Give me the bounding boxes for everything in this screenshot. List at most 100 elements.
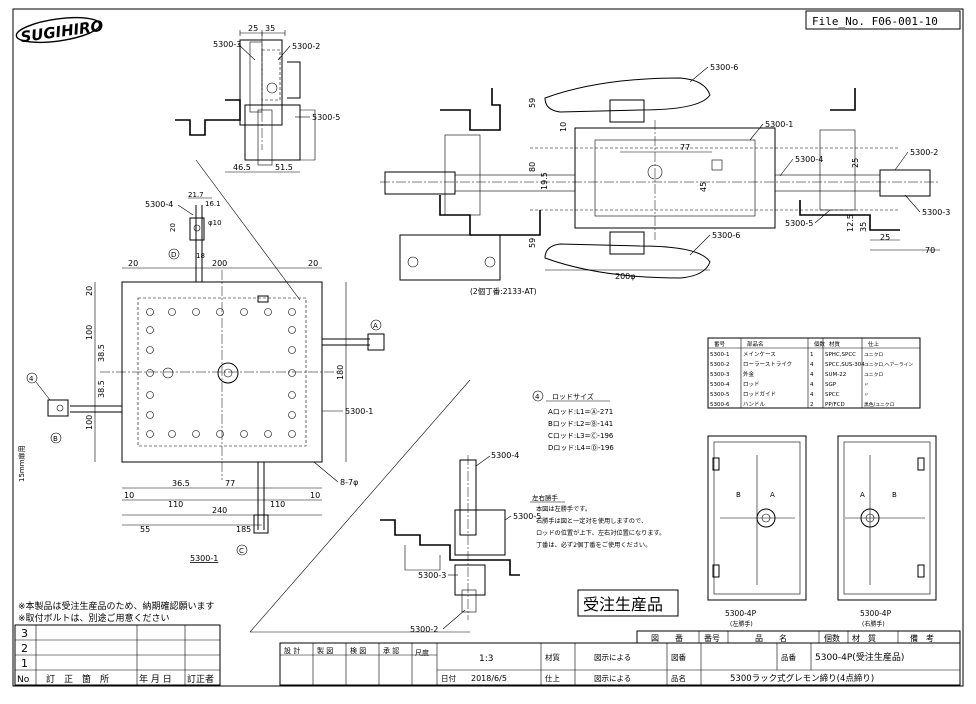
parts-cell-1-1: ローラーストライク: [743, 361, 792, 368]
dim-10-section: 10: [559, 122, 568, 132]
dim-80: 80: [528, 162, 537, 172]
stamp-text: 受注生産品: [583, 595, 663, 614]
bolt-holes: [146, 308, 296, 438]
svg-text:D: D: [171, 251, 176, 259]
dim-20-left: 20: [85, 286, 94, 296]
parts-cell-1-3: SPCC,SUS-304: [825, 362, 865, 368]
rod-size-block: 4 ロッドサイズ Aロッド:L1=Ⓐ-271 Bロッド:L2=Ⓑ-141 Cロッ…: [532, 390, 614, 452]
dim-20-top-left: 20: [128, 259, 138, 268]
dim-100-left: 100: [85, 325, 94, 340]
parts-header-0: 番号: [714, 341, 726, 348]
note-line-1: ※本製品は受注生産品のため、納期確認願います: [18, 600, 215, 612]
handle-bottom: [544, 243, 711, 279]
tb-material-label: 材質: [545, 652, 560, 662]
parts-cell-1-4: ユニクロ,ヘアーライン: [864, 362, 913, 368]
logo-text: SUGIHIRO: [19, 17, 104, 46]
dim-10-a: 10: [124, 491, 134, 500]
label-door-thickness: 15mm扉用: [17, 445, 26, 482]
door-view-left-title: 5300-4P: [725, 609, 757, 618]
tb-scale-value: 1:3: [479, 654, 493, 664]
dim-59-bottom: 59: [528, 238, 537, 248]
dim-25-section: 25: [851, 158, 860, 168]
svg-text:A: A: [373, 322, 378, 330]
label-5300-1-section: 5300-1: [765, 120, 793, 129]
svg-text:4: 4: [29, 375, 34, 383]
parts-cell-3-1: ロッド: [743, 382, 760, 388]
handle-top: [544, 77, 711, 113]
tb-product-name: 5300ラック式グレモン締り(4点締り): [730, 673, 874, 684]
tb-approval-draft: 製 図: [317, 646, 333, 655]
tb-date-value: 2018/6/5: [471, 674, 507, 683]
rod-size-c: Cロッド:L3=Ⓒ-196: [548, 432, 614, 440]
parts-cell-1-2: 4: [810, 362, 814, 368]
label-5300-6-bottom: 5300-6: [712, 231, 740, 240]
dim-19-5: 19.5: [540, 172, 549, 190]
hand-note-line-4: 丁番は、必ず2個丁番をご使用ください。: [536, 541, 651, 549]
dim-45: 45: [699, 182, 708, 192]
title-block: 図 番 番号 品 名 個数 材 質 備 考 設 計 製 図 検 図 承 認 尺度…: [279, 630, 961, 686]
label-5300-4-plan: 5300-4: [145, 200, 173, 209]
revision-row-2: 2: [21, 642, 28, 655]
parts-cell-3-2: 4: [810, 382, 814, 388]
label-5300-4-bottom: 5300-4: [491, 451, 519, 460]
parts-cell-4-0: 5300-5: [710, 392, 730, 398]
parts-cell-5-1: ハンドル: [743, 402, 766, 408]
circle-marker-a: A: [370, 319, 382, 331]
tb-finish-label: 仕上: [545, 673, 560, 683]
dim-38-5-a: 38.5: [97, 344, 106, 362]
door-view-right: A B 5300-4P (右勝手): [837, 435, 937, 628]
label-5300-5-bottom: 5300-5: [513, 512, 541, 521]
dim-110-b: 110: [270, 500, 285, 509]
dim-18: 18: [196, 252, 205, 260]
rod-size-a: Aロッド:L1=Ⓐ-271: [548, 408, 613, 416]
dim-25-section-b: 25: [880, 233, 890, 242]
revision-header-content: 訂 正 箇 所: [46, 673, 109, 685]
dim-20-rod: 20: [169, 223, 177, 232]
dim-16-1: 16.1: [205, 200, 221, 208]
label-5300-1-view-title: 5300-1: [190, 554, 218, 563]
revision-header-editor: 訂正者: [187, 673, 214, 685]
svg-text:C: C: [239, 547, 244, 555]
dim-12-5: 12.5: [846, 214, 855, 232]
revision-header-no: No: [17, 675, 30, 685]
circle-marker-d: D: [168, 248, 180, 260]
label-5300-4-section: 5300-4: [795, 155, 823, 164]
label-5300-3-section: 5300-3: [922, 208, 950, 217]
sheet-border: [12, 8, 964, 687]
tb-approval-approve: 承 認: [383, 646, 399, 655]
parts-cell-3-3: SGP: [825, 382, 837, 388]
parts-cell-5-4: 黒色/ユニクロ: [864, 401, 895, 408]
hand-note-line-2: 右勝手は図と一定対を使用しますので、: [536, 517, 647, 525]
tb-header-material: 材 質: [852, 633, 876, 643]
label-5300-2-section: 5300-2: [910, 148, 938, 157]
file-number-box: File_No. F06-001-10: [805, 10, 961, 30]
tb-product-code: 5300-4P(受注生産品): [815, 651, 904, 663]
main-plan-view: 20 200 20 20 100 38.5 38.5 100 180 36.5 …: [17, 191, 385, 563]
hand-note-title: 左右勝手: [532, 493, 559, 502]
label-5300-3-top: 5300-3: [213, 40, 241, 49]
door-view-left: B A 5300-4P (左勝手): [707, 435, 807, 628]
dim-185: 185: [236, 525, 251, 534]
dim-77-section: 77: [680, 143, 690, 152]
label-5300-2-bottom: 5300-2: [410, 625, 438, 634]
hand-note-line-3: ロッドの位置が上下、左右対位置になります。: [536, 529, 665, 537]
parts-cell-4-2: 4: [810, 392, 814, 398]
label-5300-2-top: 5300-2: [292, 42, 320, 51]
parts-cell-2-1: 外金: [743, 370, 755, 378]
revision-row-1: 1: [21, 657, 28, 670]
revision-row-3: 3: [21, 627, 28, 640]
note-line-2: ※取付ボルトは、別途ご用意ください: [18, 612, 170, 624]
tb-date-label: 日付: [441, 673, 456, 683]
parts-cell-3-4: 〃: [864, 383, 869, 388]
dim-38-5-b: 38.5: [97, 380, 106, 398]
dim-10-b: 10: [310, 491, 320, 500]
parts-cell-2-4: ユニクロ: [864, 372, 883, 378]
svg-text:B: B: [736, 491, 741, 499]
dim-35: 35: [265, 24, 275, 33]
dim-phi10: φ10: [208, 219, 222, 227]
dim-110-a: 110: [168, 500, 183, 509]
parts-cell-0-2: 1: [810, 352, 814, 358]
tb-finish-value: 図示による: [594, 674, 631, 683]
dim-200-phi: 200φ: [615, 272, 636, 281]
